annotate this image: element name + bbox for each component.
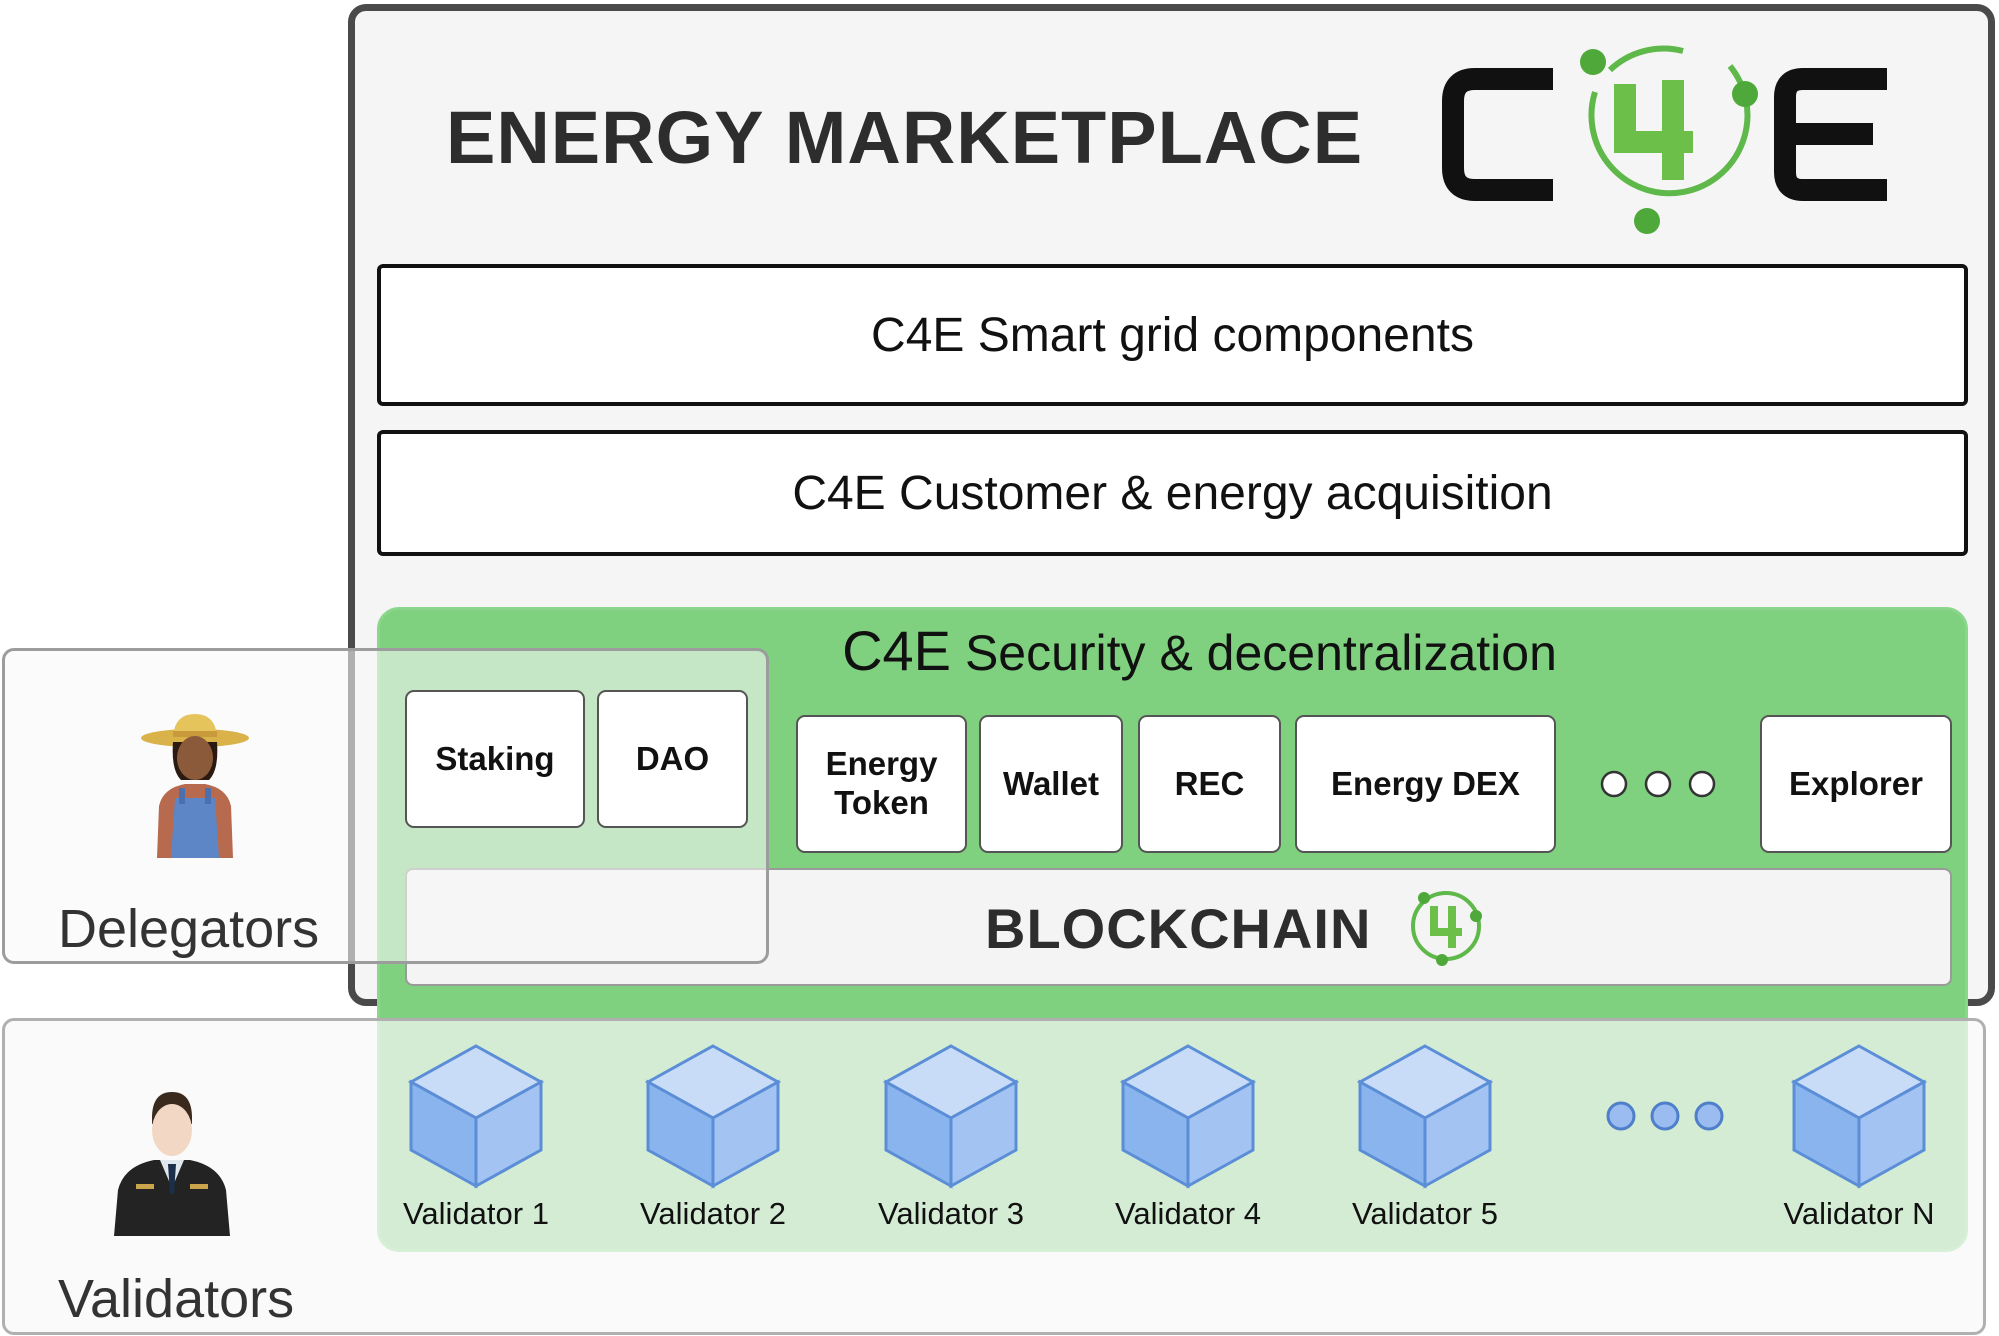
security-title: C4E Security & decentralization [377,618,1999,683]
farmer-person-icon [141,714,249,858]
more-validators-ellipsis-icon [1606,1101,1724,1131]
energy-token-line1: Energy [825,745,938,783]
module-energy-dex: Energy DEX [1295,715,1556,853]
validator-node-cube-icon [1356,1044,1494,1189]
module-wallet: Wallet [979,715,1123,853]
validator-node-cube-icon [882,1044,1020,1189]
delegators-label: Delegators [58,899,320,959]
module-staking: Staking [405,690,585,828]
validator-node-cube-icon [1119,1044,1257,1189]
validators-label: Validators [58,1269,295,1329]
module-energy-token: Energy Token [796,715,967,853]
blockchain-label: BLOCKCHAIN [985,897,1372,960]
validator-node-cube-icon [1790,1044,1928,1189]
c4e-logo [1442,45,1887,234]
smart-grid-layer: C4E Smart grid components [377,264,1968,406]
validators-panel [2,1018,1986,1335]
validator-label: Validator 1 [403,1196,549,1231]
more-modules-ellipsis-icon [1600,770,1716,798]
customer-acquisition-layer: C4E Customer & energy acquisition [377,430,1968,556]
validator-label: Validator 2 [640,1196,786,1231]
validator-node-cube-icon [407,1044,545,1189]
energy-token-line2: Token [834,784,929,821]
module-rec: REC [1138,715,1281,853]
validator-label: Validator 3 [878,1196,1024,1231]
validator-node-cube-icon [644,1044,782,1189]
validator-label: Validator 5 [1352,1196,1498,1231]
security-title-text: Security & decentralization [964,625,1557,681]
officer-person-icon [114,1092,230,1236]
module-dao: DAO [597,690,748,828]
security-brand: C4E [842,619,952,682]
module-explorer: Explorer [1760,715,1952,853]
marketplace-title: ENERGY MARKETPLACE [446,96,1364,179]
validator-label: Validator N [1783,1196,1935,1231]
c4e-emblem-icon [1411,891,1482,966]
validator-label: Validator 4 [1115,1196,1261,1231]
